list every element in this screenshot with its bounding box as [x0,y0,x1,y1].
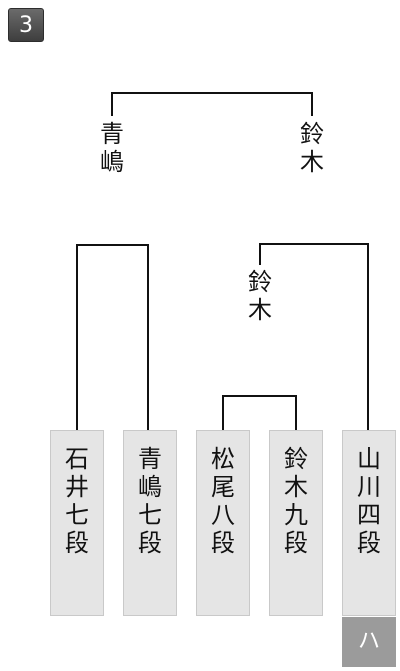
quarterfinal-connector [222,395,297,430]
right-semifinal-connector [259,243,369,430]
bracket-tag: ハ [342,617,396,667]
player-name: 鈴木九段 [284,445,308,557]
player-name: 山川四段 [357,445,381,557]
player-name: 青嶋七段 [138,445,162,557]
player-name: 松尾八段 [211,445,235,557]
round-badge: 3 [8,8,44,42]
player-card-yamakawa[interactable]: 山川四段 [342,430,396,616]
player-name: 石井七段 [65,445,89,557]
final-connector [111,92,313,116]
player-card-suzuki[interactable]: 鈴木九段 [269,430,323,616]
final-right-name: 鈴 木 [300,120,324,176]
left-semifinal-connector [76,244,149,430]
player-card-aoshima[interactable]: 青嶋七段 [123,430,177,616]
player-card-matsuo[interactable]: 松尾八段 [196,430,250,616]
final-left-name: 青 嶋 [100,120,124,176]
player-card-ishii[interactable]: 石井七段 [50,430,104,616]
semifinal-right-name: 鈴 木 [248,268,272,324]
